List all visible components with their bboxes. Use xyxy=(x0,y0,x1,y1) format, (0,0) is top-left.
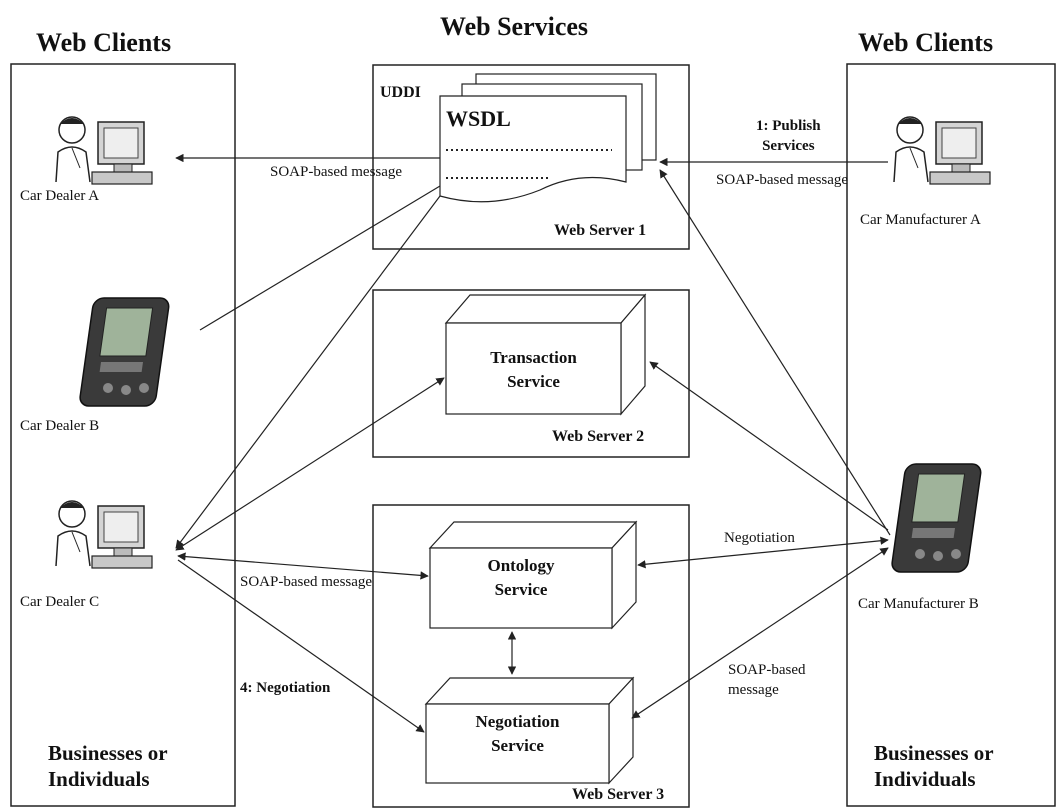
wsdl-label: WSDL xyxy=(446,106,511,131)
soap-right-bottom-line-2: message xyxy=(728,682,779,698)
web-server-1-box xyxy=(372,64,690,250)
arrow-ws1-to-dealer-c xyxy=(175,195,441,549)
web-server-1-label: Web Server 1 xyxy=(554,222,647,239)
header-left: Web Clients xyxy=(36,28,172,57)
ontology-service-label: Ontology Service xyxy=(430,554,612,602)
web-server-2-label: Web Server 2 xyxy=(552,428,645,445)
ontology-service-box xyxy=(428,520,638,630)
car-dealer-c-label: Car Dealer C xyxy=(20,594,100,610)
car-manufacturer-a-label: Car Manufacturer A xyxy=(860,212,981,228)
negotiation-service-line-2: Service xyxy=(491,736,544,755)
car-dealer-a-label: Car Dealer A xyxy=(20,188,100,204)
footer-right: Businesses or Individuals xyxy=(874,740,994,792)
negotiation-service-line-1: Negotiation xyxy=(475,712,560,731)
wsdl-document-stack xyxy=(439,73,657,203)
header-center: Web Services xyxy=(440,12,589,41)
web-server-3-label: Web Server 3 xyxy=(572,786,665,803)
soap-right-bottom-line-1: SOAP-based xyxy=(728,662,806,678)
transaction-service-line-2: Service xyxy=(507,372,560,391)
arrow-manufacturer-b-to-transaction xyxy=(649,361,889,531)
ontology-service-line-2: Service xyxy=(494,580,548,599)
soap-label-left-top: SOAP-based message xyxy=(270,164,403,180)
line-ws1-to-dealer-b xyxy=(199,185,441,331)
footer-right-line-1: Businesses or xyxy=(874,741,994,765)
arrow-dealer-c-ontology xyxy=(177,552,429,580)
arrow-manufacturer-b-to-ws1 xyxy=(659,169,891,536)
car-dealer-b-label: Car Dealer B xyxy=(20,418,100,434)
car-dealer-c-icon xyxy=(55,500,153,569)
footer-left: Businesses or Individuals xyxy=(48,740,168,792)
soap-label-mid: SOAP-based message xyxy=(240,574,373,590)
car-dealer-b-pda-icon xyxy=(78,297,171,407)
right-column-box xyxy=(846,63,1056,807)
car-manufacturer-b-pda-icon xyxy=(890,463,983,573)
arrow-dealer-c-negotiation xyxy=(177,559,425,733)
footer-left-line-2: Individuals xyxy=(48,767,150,791)
car-manufacturer-b-label: Car Manufacturer B xyxy=(858,596,979,612)
publish-line-1: 1: Publish xyxy=(756,118,821,134)
negotiation-step-label: 4: Negotiation xyxy=(240,680,331,696)
transaction-service-label: Transaction Service xyxy=(446,346,621,394)
negotiation-service-box xyxy=(424,676,635,785)
soap-label-right-bottom: SOAP-based message xyxy=(728,660,806,700)
footer-right-line-2: Individuals xyxy=(874,767,976,791)
arrow-dealer-c-transaction xyxy=(175,377,445,551)
negotiation-right-label: Negotiation xyxy=(724,530,795,546)
publish-services-label: 1: Publish Services xyxy=(756,116,821,156)
footer-left-line-1: Businesses or xyxy=(48,741,168,765)
publish-line-2: Services xyxy=(762,138,815,154)
web-server-2-box xyxy=(372,289,690,458)
car-dealer-a-icon xyxy=(55,116,153,185)
uddi-label: UDDI xyxy=(380,84,421,101)
soap-label-right-top: SOAP-based message xyxy=(716,172,849,188)
car-manufacturer-a-icon xyxy=(893,116,991,185)
transaction-service-line-1: Transaction xyxy=(490,348,577,367)
arrow-manufacturer-b-negotiation xyxy=(631,547,889,719)
header-right: Web Clients xyxy=(858,28,994,57)
ontology-service-line-1: Ontology xyxy=(487,556,555,575)
transaction-service-box xyxy=(444,293,647,416)
negotiation-service-label: Negotiation Service xyxy=(426,710,609,758)
